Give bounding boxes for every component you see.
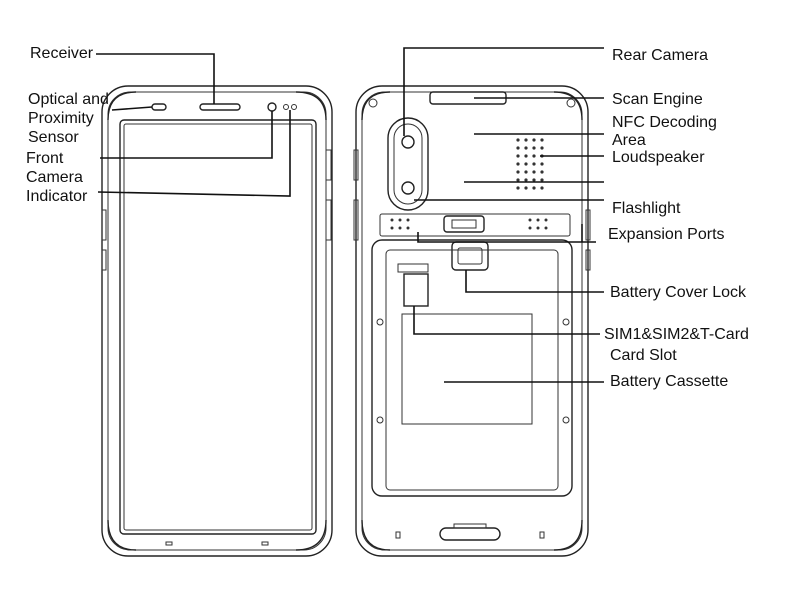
- loudspeaker-holes: [516, 138, 544, 190]
- front-camera: [267, 102, 277, 112]
- label-loudspeaker: Loudspeaker: [612, 149, 705, 166]
- front-inner-shell: [107, 91, 327, 551]
- optical-sensor: [151, 103, 167, 111]
- front-screen: [119, 119, 317, 535]
- label-front: Front: [26, 150, 64, 167]
- expansion-pins: [390, 218, 548, 230]
- battery-compartment: [371, 239, 573, 497]
- flashlight-lens: [401, 181, 415, 195]
- label-camera: Camera: [26, 169, 83, 186]
- label-rear-camera: Rear Camera: [612, 47, 709, 64]
- back-outer-shell: [355, 85, 589, 557]
- label-area: Area: [612, 132, 646, 149]
- expansion-strip: [379, 213, 571, 237]
- rear-camera-lens: [401, 135, 415, 149]
- battery-lock-slider: [443, 215, 485, 233]
- camera-module: [387, 117, 429, 211]
- front-view: [101, 85, 333, 557]
- bottom-connector: [439, 527, 501, 541]
- battery-label-area: [401, 313, 533, 425]
- leader-lines: [96, 47, 604, 383]
- label-flashlight: Flashlight: [612, 200, 681, 217]
- battery-lock-latch: [451, 241, 489, 271]
- label-card-slot: Card Slot: [610, 347, 677, 364]
- label-optical: Optical and: [28, 91, 109, 108]
- label-sim-slot: SIM1&SIM2&T-Card: [604, 326, 749, 343]
- receiver-grill: [199, 103, 241, 111]
- label-receiver: Receiver: [30, 45, 94, 62]
- label-nfc: NFC Decoding: [612, 114, 717, 131]
- back-view: [353, 85, 591, 557]
- sim-slot-card: [403, 273, 429, 307]
- label-proximity: Proximity: [28, 110, 94, 127]
- label-sensor: Sensor: [28, 129, 79, 146]
- label-battery-cover-lock: Battery Cover Lock: [610, 284, 747, 301]
- label-indicator: Indicator: [26, 188, 88, 205]
- label-scan-engine: Scan Engine: [612, 91, 703, 108]
- label-expansion-ports: Expansion Ports: [608, 226, 725, 243]
- front-outer-shell: [101, 85, 333, 557]
- label-battery-cassette: Battery Cassette: [610, 373, 729, 390]
